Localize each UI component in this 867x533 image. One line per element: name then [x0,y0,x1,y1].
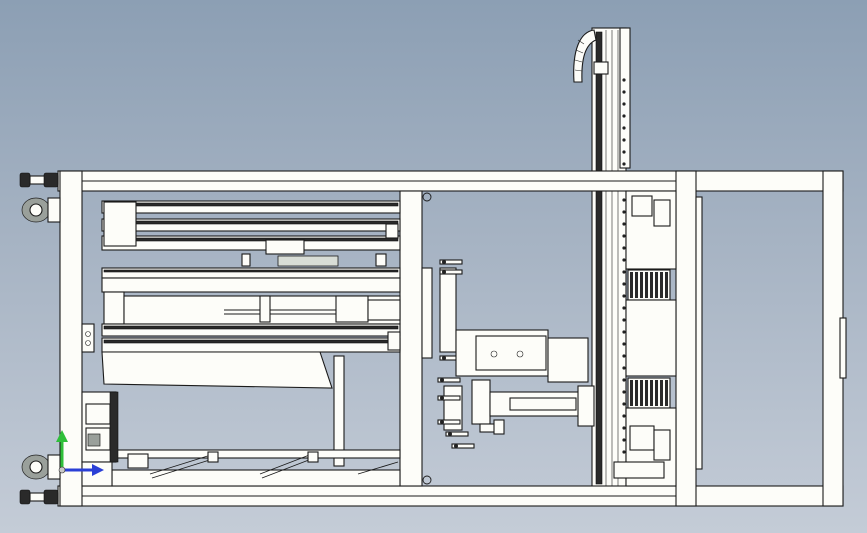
caster-wheel-bottom [21,454,61,480]
leveling-foot-bottom [19,489,59,505]
bottom-tray-rack [111,449,401,487]
coordinate-triad [56,430,104,476]
cable-chain [573,29,626,466]
gripper-cylinder-assembly [455,329,595,435]
main-frame [57,170,847,507]
center-clamp-plate [421,259,475,449]
vertical-lift-column [591,27,631,489]
right-roller-stack [613,190,677,487]
leveling-foot-top [19,172,59,188]
lower-linear-rails [81,323,401,467]
ball-screw-module [101,267,401,325]
left-actuator-block [81,391,119,487]
caster-wheel-top [21,197,61,223]
upper-linear-rails [101,200,401,267]
